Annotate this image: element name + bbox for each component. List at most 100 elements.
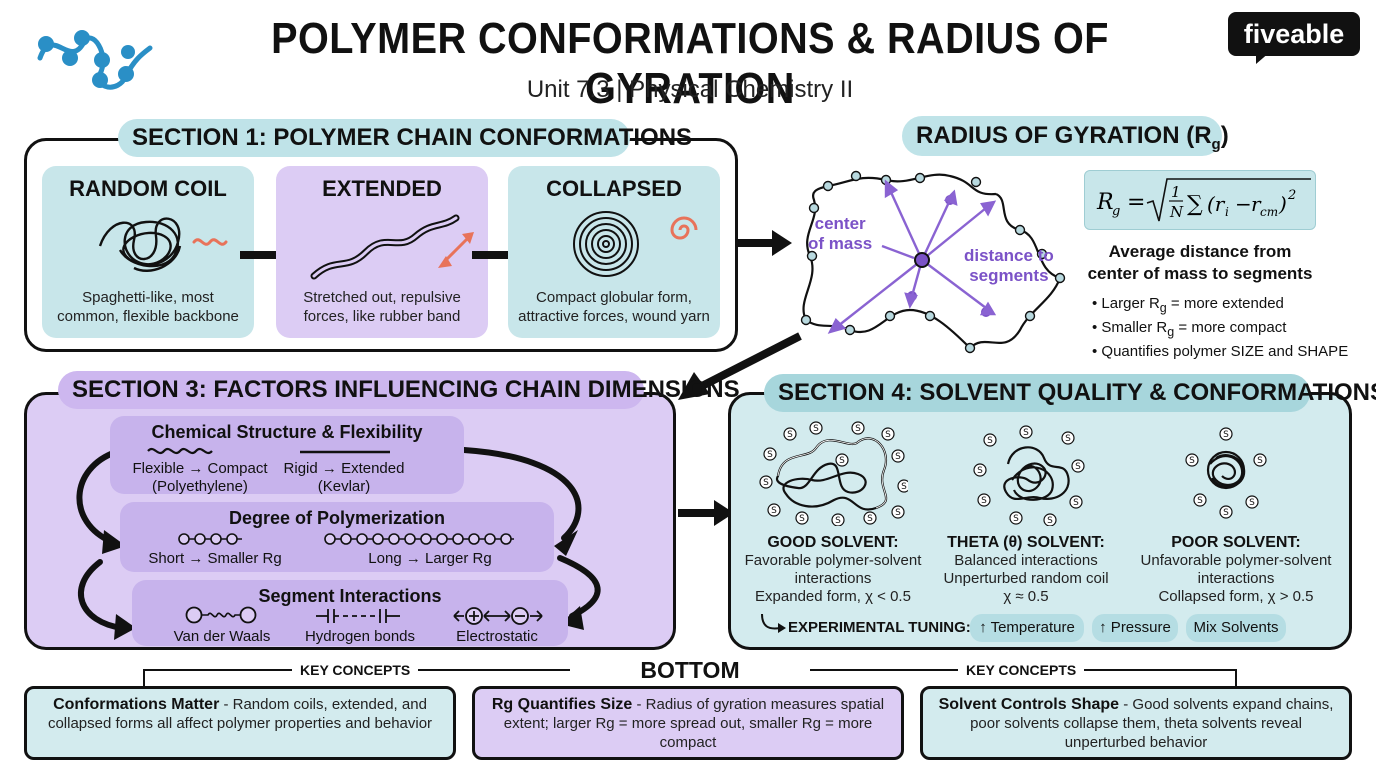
long-chain-label: Long → Larger Rg bbox=[368, 550, 492, 567]
rg-title: RADIUS OF GYRATION (Rg) bbox=[902, 116, 1229, 156]
solvent-molecule-icon bbox=[977, 493, 991, 507]
distance-label-1: distance to bbox=[964, 246, 1054, 265]
rigid-chain-icon bbox=[300, 450, 390, 454]
card-collapsed-desc-2: attractive forces, wound yarn bbox=[518, 308, 710, 325]
takeaway-solvent: Solvent Controls Shape - Good solvents e… bbox=[920, 686, 1352, 760]
card-random-coil-desc-1: Spaghetti-like, most bbox=[82, 289, 214, 306]
fiveable-logo: fiveable bbox=[1228, 12, 1360, 56]
flexible-chain-icon bbox=[147, 447, 213, 455]
svg-text:cm: cm bbox=[1260, 205, 1278, 219]
arrow-right-icon bbox=[678, 500, 734, 526]
good-solvent-line3: Expanded form, χ < 0.5 bbox=[755, 588, 911, 605]
solvent-molecule-symbol: S bbox=[1073, 498, 1079, 508]
poor-solvent-line1: Unfavorable polymer-solvent bbox=[1140, 552, 1332, 569]
curved-arrow-icon bbox=[761, 613, 786, 633]
svg-text:N: N bbox=[1169, 203, 1184, 221]
solvent-molecule-icon bbox=[1193, 493, 1207, 507]
solvent-molecule-icon bbox=[1253, 453, 1267, 467]
svg-text:1: 1 bbox=[1171, 183, 1181, 201]
solvent-molecule-symbol: S bbox=[839, 456, 845, 466]
solvent-molecule-icon bbox=[881, 427, 895, 441]
rg-bullet-text: Larger R bbox=[1101, 295, 1160, 312]
section4-title: SECTION 4: SOLVENT QUALITY & CONFORMATIO… bbox=[764, 374, 1376, 412]
takeaway-solvent-text: - Good solvents expand chains, poor solv… bbox=[970, 696, 1334, 751]
svg-text:R: R bbox=[1096, 190, 1114, 215]
solvent-molecule-symbol: S bbox=[1223, 430, 1229, 440]
rg-description-1: Average distance from bbox=[1108, 242, 1292, 261]
solvent-molecule-symbol: S bbox=[901, 482, 907, 492]
rg-title-text: RADIUS OF GYRATION (R bbox=[916, 122, 1212, 149]
rg-bullets: Larger Rg = more extended Smaller Rg = m… bbox=[1092, 294, 1348, 362]
theta-solvent-line2: Unperturbed random coil bbox=[943, 570, 1109, 587]
solvent-molecule-icon bbox=[1219, 505, 1233, 519]
solvent-molecule-symbol: S bbox=[895, 508, 901, 518]
rigid-label-2: (Kevlar) bbox=[317, 478, 371, 495]
factor-segment-interactions: Segment Interactions Van der Waals Hydro… bbox=[132, 580, 568, 646]
card-random-coil: RANDOM COIL Spaghetti-like, most common,… bbox=[42, 166, 254, 338]
chip-pressure: ↑ Pressure bbox=[1092, 614, 1178, 642]
card-collapsed: COLLAPSED Compact globular form, attract… bbox=[508, 166, 720, 338]
poor-solvent-label: POOR SOLVENT: Unfavorable polymer-solven… bbox=[1134, 534, 1338, 606]
solvent-molecule-icon bbox=[983, 433, 997, 447]
svg-text:=: = bbox=[1127, 190, 1145, 215]
solvent-molecule-symbol: S bbox=[855, 424, 861, 434]
solvent-molecule-symbol: S bbox=[771, 506, 777, 516]
takeaway-conformations-text: - Random coils, extended, and collapsed … bbox=[47, 696, 433, 732]
solvent-molecule-icon bbox=[973, 463, 987, 477]
solvent-molecule-icon bbox=[767, 503, 781, 517]
hydrogen-bond-icon bbox=[316, 609, 400, 623]
good-solvent-label: GOOD SOLVENT: Favorable polymer-solvent … bbox=[740, 534, 926, 606]
svg-text:(r: (r bbox=[1207, 192, 1226, 216]
solvent-molecule-symbol: S bbox=[1013, 514, 1019, 524]
solvent-molecule-icon bbox=[1019, 425, 1033, 439]
solvent-molecule-icon bbox=[831, 513, 845, 526]
long-chain-icon bbox=[324, 533, 514, 545]
solvent-molecule-symbol: S bbox=[763, 478, 769, 488]
takeaway-rg-bold: Rg Quantifies Size bbox=[491, 696, 633, 713]
solvent-molecule-symbol: S bbox=[981, 496, 987, 506]
flexible-label-1: Flexible → Compact bbox=[132, 460, 268, 477]
solvent-molecule-icon bbox=[809, 421, 823, 435]
solvent-molecule-icon bbox=[891, 505, 905, 519]
card-collapsed-desc-1: Compact globular form, bbox=[536, 289, 692, 306]
solvent-molecule-symbol: S bbox=[977, 466, 983, 476]
theta-solvent-line3: χ ≈ 0.5 bbox=[1003, 588, 1049, 605]
solvent-molecule-symbol: S bbox=[1249, 498, 1255, 508]
rigid-label-1: Rigid → Extended bbox=[283, 460, 405, 477]
solvent-molecule-icon bbox=[1009, 511, 1023, 525]
section3-title: SECTION 3: FACTORS INFLUENCING CHAIN DIM… bbox=[58, 371, 740, 409]
solvent-molecule-symbol: S bbox=[1257, 456, 1263, 466]
card-random-coil-title: RANDOM COIL bbox=[69, 176, 227, 201]
good-solvent-name: GOOD SOLVENT: bbox=[767, 534, 899, 551]
svg-text:g: g bbox=[1112, 204, 1120, 219]
rg-bullet: Larger Rg = more extended bbox=[1092, 294, 1348, 318]
solvent-molecule-symbol: S bbox=[1047, 516, 1053, 526]
solvent-molecule-icon bbox=[783, 427, 797, 441]
key-concepts-left: KEY CONCEPTS bbox=[292, 662, 419, 678]
electrostatic-icon bbox=[453, 607, 543, 625]
center-of-mass-label: center of mass bbox=[808, 214, 872, 254]
solvent-molecule-icon bbox=[897, 479, 908, 493]
solvent-molecule-symbol: S bbox=[1075, 462, 1081, 472]
factor-chemical-structure: Chemical Structure & Flexibility Flexibl… bbox=[110, 416, 464, 496]
center-of-mass-label-1: center bbox=[814, 214, 866, 233]
solvent-molecule-symbol: S bbox=[767, 450, 773, 460]
card-random-coil-desc-2: common, flexible backbone bbox=[57, 308, 239, 325]
card-collapsed-desc: Compact globular form, attractive forces… bbox=[508, 288, 720, 326]
factor-degree-polymerization: Degree of Polymerization Short → Smaller… bbox=[120, 502, 554, 572]
takeaway-rg: Rg Quantifies Size - Radius of gyration … bbox=[472, 686, 904, 760]
distance-label: distance to segments bbox=[964, 246, 1054, 286]
polymer-logo-icon bbox=[37, 30, 153, 90]
page-subtitle: Unit 7.3 | Physical Chemistry II bbox=[526, 76, 854, 103]
solvent-molecule-icon bbox=[1043, 513, 1057, 526]
solvent-molecule-icon bbox=[1069, 495, 1083, 509]
rigid-label: Rigid → Extended (Kevlar) bbox=[282, 460, 406, 496]
collapsed-spiral-icon bbox=[573, 211, 698, 277]
solvent-molecule-icon bbox=[851, 421, 865, 435]
theta-solvent-label: THETA (θ) SOLVENT: Balanced interactions… bbox=[938, 534, 1114, 606]
solvent-molecule-symbol: S bbox=[787, 430, 793, 440]
svg-text:∑: ∑ bbox=[1187, 192, 1203, 217]
poor-solvent-line2: interactions bbox=[1197, 570, 1275, 587]
